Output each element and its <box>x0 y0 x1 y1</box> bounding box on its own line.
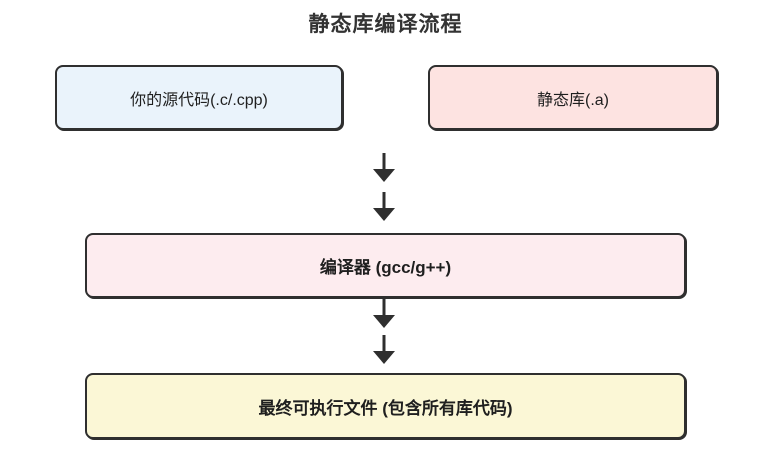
down-arrow-icon <box>371 299 397 329</box>
node-static-library-label: 静态库(.a) <box>536 91 609 109</box>
node-source-code-label: 你的源代码(.c/.cpp) <box>130 91 268 109</box>
down-arrow-icon <box>371 153 397 183</box>
node-source-code: 你的源代码(.c/.cpp) <box>55 65 343 130</box>
node-static-library: 静态库(.a) <box>428 65 718 130</box>
node-executable-label: 最终可执行文件 (包含所有库代码) <box>258 398 513 418</box>
down-arrow-icon <box>371 335 397 365</box>
diagram-title: 静态库编译流程 <box>308 13 463 36</box>
node-compiler-label: 编译器 (gcc/g++) <box>319 258 452 277</box>
node-compiler: 编译器 (gcc/g++) <box>85 233 686 298</box>
down-arrow-icon <box>371 192 397 222</box>
node-executable: 最终可执行文件 (包含所有库代码) <box>85 373 686 439</box>
